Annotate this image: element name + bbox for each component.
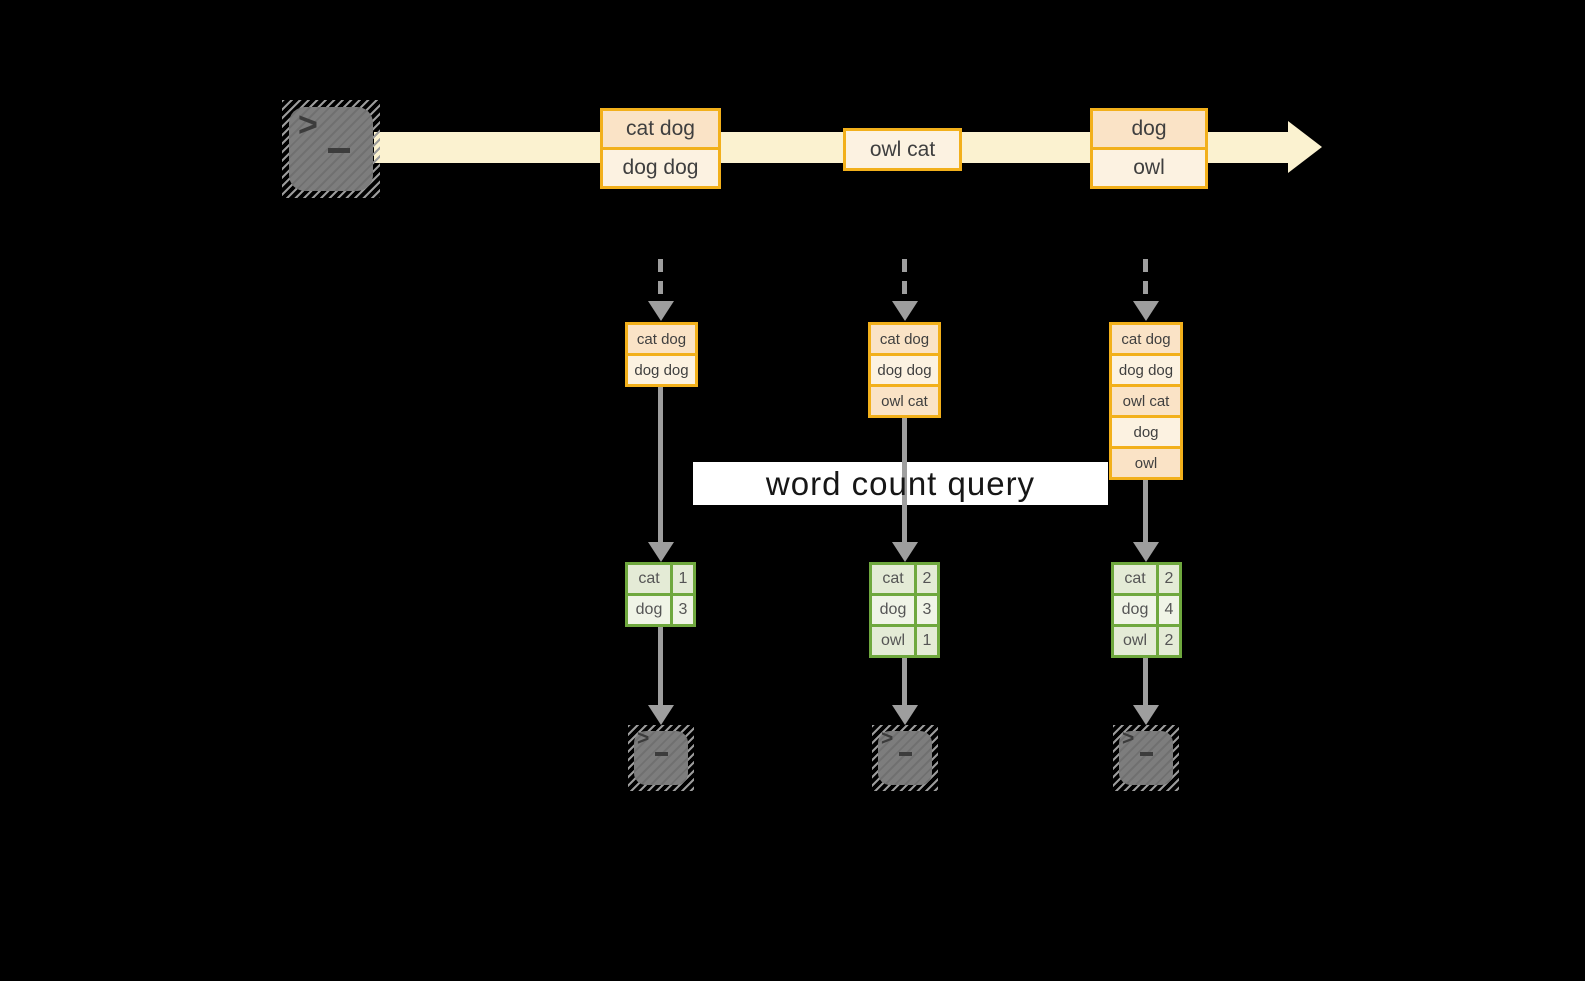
result-row: cat 1 — [628, 565, 693, 593]
terminal-prompt-icon: > — [637, 727, 650, 750]
input-row: dog — [1112, 415, 1180, 446]
input-row: cat dog — [1112, 325, 1180, 353]
terminal-prompt-icon: > — [881, 727, 894, 750]
result-word-cell: owl — [1114, 627, 1156, 655]
result-count-cell: 2 — [1156, 627, 1179, 655]
output-arrow-head — [892, 705, 918, 725]
terminal-body — [1119, 731, 1173, 785]
query-arrow-head — [648, 542, 674, 562]
terminal-cursor-icon — [1140, 752, 1153, 756]
output-terminal-icon: > — [1113, 725, 1179, 791]
result-word-cell: dog — [872, 596, 914, 624]
stream-batch-1: cat dog dog dog — [600, 108, 721, 189]
result-count-cell: 1 — [670, 565, 693, 593]
trigger-arrow-head — [1133, 301, 1159, 321]
result-row: dog 4 — [1114, 593, 1179, 624]
terminal-cursor-icon — [655, 752, 668, 756]
output-terminal-icon: > — [872, 725, 938, 791]
query-arrow — [1143, 480, 1148, 544]
input-row: owl cat — [871, 384, 938, 415]
output-terminal-icon: > — [628, 725, 694, 791]
output-arrow-head — [1133, 705, 1159, 725]
result-row: cat 2 — [1114, 565, 1179, 593]
output-arrow — [902, 658, 907, 707]
result-count-cell: 4 — [1156, 596, 1179, 624]
result-count-cell: 3 — [914, 596, 937, 624]
terminal-body — [878, 731, 932, 785]
input-row: dog dog — [628, 353, 695, 384]
terminal-cursor-icon — [899, 752, 912, 756]
input-row: dog dog — [1112, 353, 1180, 384]
result-row: dog 3 — [872, 593, 937, 624]
result-table-3: cat 2 dog 4 owl 2 — [1111, 562, 1182, 658]
terminal-cursor-icon — [328, 148, 350, 153]
stream-record: cat dog — [603, 111, 718, 147]
trigger-arrow — [902, 259, 907, 303]
stream-batch-2: owl cat — [843, 128, 962, 171]
result-row: cat 2 — [872, 565, 937, 593]
result-word-cell: owl — [872, 627, 914, 655]
input-table-2: cat dog dog dog owl cat — [868, 322, 941, 418]
query-band — [693, 462, 1108, 505]
source-terminal-icon: > — [282, 100, 380, 198]
stream-batch-3: dog owl — [1090, 108, 1208, 189]
output-arrow-head — [648, 705, 674, 725]
output-arrow — [1143, 658, 1148, 707]
result-count-cell: 2 — [1156, 565, 1179, 593]
terminal-prompt-icon: > — [1122, 727, 1135, 750]
query-arrow-head — [892, 542, 918, 562]
result-word-cell: cat — [872, 565, 914, 593]
result-word-cell: cat — [1114, 565, 1156, 593]
input-table-1: cat dog dog dog — [625, 322, 698, 387]
result-table-1: cat 1 dog 3 — [625, 562, 696, 627]
result-table-2: cat 2 dog 3 owl 1 — [869, 562, 940, 658]
terminal-body — [634, 731, 688, 785]
input-row: cat dog — [871, 325, 938, 353]
stream-record: dog — [1093, 111, 1205, 147]
input-row: dog dog — [871, 353, 938, 384]
trigger-arrow — [1143, 259, 1148, 303]
stream-record: owl cat — [846, 131, 959, 168]
query-label: word count query — [765, 464, 1036, 502]
input-table-3: cat dog dog dog owl cat dog owl — [1109, 322, 1183, 480]
input-row: owl cat — [1112, 384, 1180, 415]
result-row: owl 1 — [872, 624, 937, 655]
stream-record: dog dog — [603, 147, 718, 186]
stream-record: owl — [1093, 147, 1205, 186]
terminal-body — [289, 107, 373, 191]
result-count-cell: 2 — [914, 565, 937, 593]
query-arrow — [658, 387, 663, 544]
input-row: cat dog — [628, 325, 695, 353]
stream-arrow-head — [1288, 121, 1322, 173]
trigger-arrow-head — [648, 301, 674, 321]
output-arrow — [658, 627, 663, 707]
result-row: dog 3 — [628, 593, 693, 624]
trigger-arrow — [658, 259, 663, 303]
terminal-prompt-icon: > — [298, 106, 318, 144]
result-row: owl 2 — [1114, 624, 1179, 655]
result-count-cell: 3 — [670, 596, 693, 624]
result-word-cell: dog — [628, 596, 670, 624]
query-arrow — [902, 418, 907, 544]
result-word-cell: dog — [1114, 596, 1156, 624]
result-word-cell: cat — [628, 565, 670, 593]
trigger-arrow-head — [892, 301, 918, 321]
input-row: owl — [1112, 446, 1180, 477]
query-arrow-head — [1133, 542, 1159, 562]
result-count-cell: 1 — [914, 627, 937, 655]
